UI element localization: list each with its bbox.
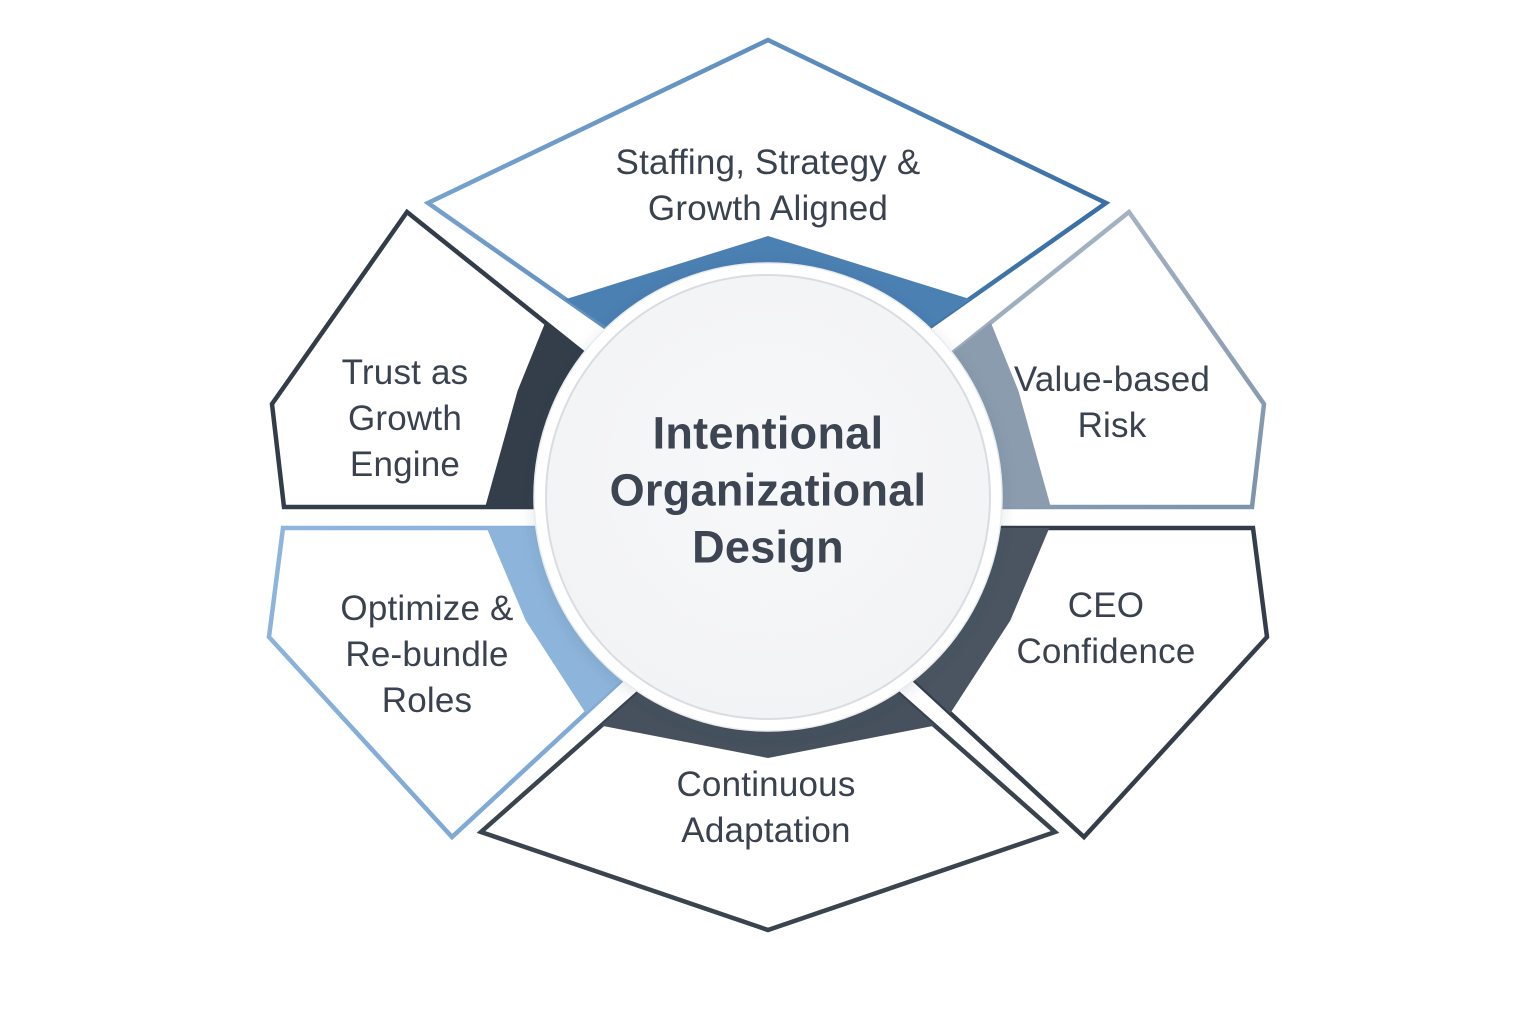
arc-band-bottom: [601, 691, 935, 758]
label-line: Value-based: [1013, 360, 1211, 399]
label-line: Risk: [1077, 406, 1147, 445]
label-trust-growth-engine: Trust as Growth Engine: [342, 350, 469, 488]
label-line: Confidence: [1016, 632, 1196, 671]
arc-band-lower-right: [913, 528, 1050, 714]
label-optimize-roles: Optimize & Re-bundle Roles: [340, 586, 513, 724]
label-line: Engine: [349, 445, 461, 484]
label-line: CEO: [1067, 586, 1145, 625]
label-line: Growth: [347, 399, 462, 438]
label-line: Re-bundle: [345, 635, 509, 674]
label-line: Adaptation: [681, 811, 851, 850]
label-line: Staffing, Strategy &: [615, 143, 921, 182]
arc-band-upper-left: [485, 322, 585, 507]
label-line: Continuous: [676, 765, 856, 804]
hub-circle: [545, 274, 991, 720]
arc-band-upper-right: [951, 322, 1051, 507]
hub-title: Intentional Organizational Design: [610, 405, 927, 576]
hub-title-line: Organizational: [609, 464, 927, 516]
hub-title-line: Design: [692, 521, 844, 573]
label-continuous-adaptation: Continuous Adaptation: [676, 762, 855, 854]
label-ceo-confidence: CEO Confidence: [1016, 583, 1195, 675]
arc-band-group: [485, 236, 1051, 758]
arc-band-lower-left: [486, 528, 623, 714]
label-line: Roles: [381, 681, 473, 720]
label-line: Optimize &: [340, 589, 514, 628]
hub-title-line: Intentional: [652, 407, 884, 459]
label-line: Trust as: [341, 353, 469, 392]
label-staffing-strategy: Staffing, Strategy & Growth Aligned: [616, 140, 921, 232]
arc-band-top: [565, 236, 971, 328]
label-line: Growth Aligned: [647, 189, 889, 228]
label-value-based-risk: Value-based Risk: [1014, 357, 1210, 449]
